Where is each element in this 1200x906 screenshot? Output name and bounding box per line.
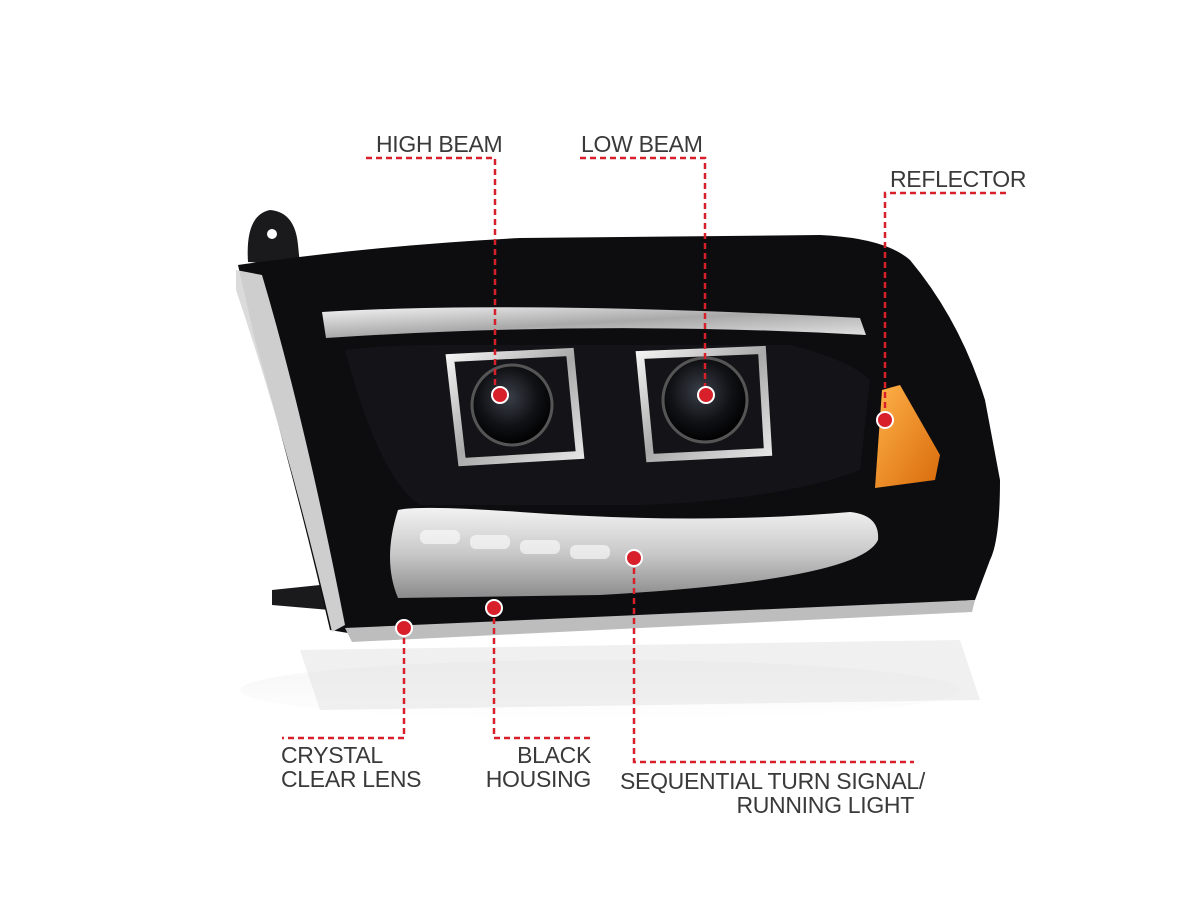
clear-lens-edge — [236, 270, 345, 632]
dot-turn-signal — [625, 549, 643, 567]
label-black-housing: BLACK HOUSING — [480, 742, 592, 792]
amber-reflector — [875, 385, 940, 488]
bottom-bracket — [272, 585, 330, 610]
label-low-beam: LOW BEAM — [581, 132, 703, 156]
label-reflector-text: REFLECTOR — [890, 166, 1027, 192]
label-low-beam-text: LOW BEAM — [581, 131, 703, 157]
high-beam-projector — [445, 347, 585, 467]
upper-light-bar — [322, 307, 866, 338]
lens-bottom-lip — [345, 600, 975, 642]
label-high-beam-text: HIGH BEAM — [376, 131, 503, 157]
drl-led-segments — [420, 530, 610, 559]
floor-reflection-shadow — [300, 640, 980, 710]
mounting-hole — [267, 229, 277, 239]
label-housing-line-2: HOUSING — [485, 766, 592, 792]
label-turn-line-1: SEQUENTIAL TURN SIGNAL/ — [620, 768, 925, 794]
label-crystal-clear-lens: CRYSTAL CLEAR LENS — [281, 743, 421, 791]
label-lens-line-2: CLEAR LENS — [281, 766, 422, 792]
label-reflector: REFLECTOR — [890, 167, 1026, 191]
label-turn-line-2: RUNNING LIGHT — [736, 792, 914, 818]
leader-lines — [282, 156, 1006, 764]
inner-bezel — [345, 345, 870, 505]
label-turn-signal: SEQUENTIAL TURN SIGNAL/ RUNNING LIGHT — [620, 768, 925, 818]
label-lens-line-1: CRYSTAL — [281, 742, 383, 768]
callout-dots — [395, 386, 894, 637]
label-housing-line-1: BLACK — [517, 742, 591, 768]
dot-high-beam — [491, 386, 509, 404]
dot-lens — [395, 619, 413, 637]
label-high-beam: HIGH BEAM — [376, 131, 503, 157]
dot-low-beam — [697, 386, 715, 404]
dot-reflector — [876, 411, 894, 429]
dot-housing — [485, 599, 503, 617]
